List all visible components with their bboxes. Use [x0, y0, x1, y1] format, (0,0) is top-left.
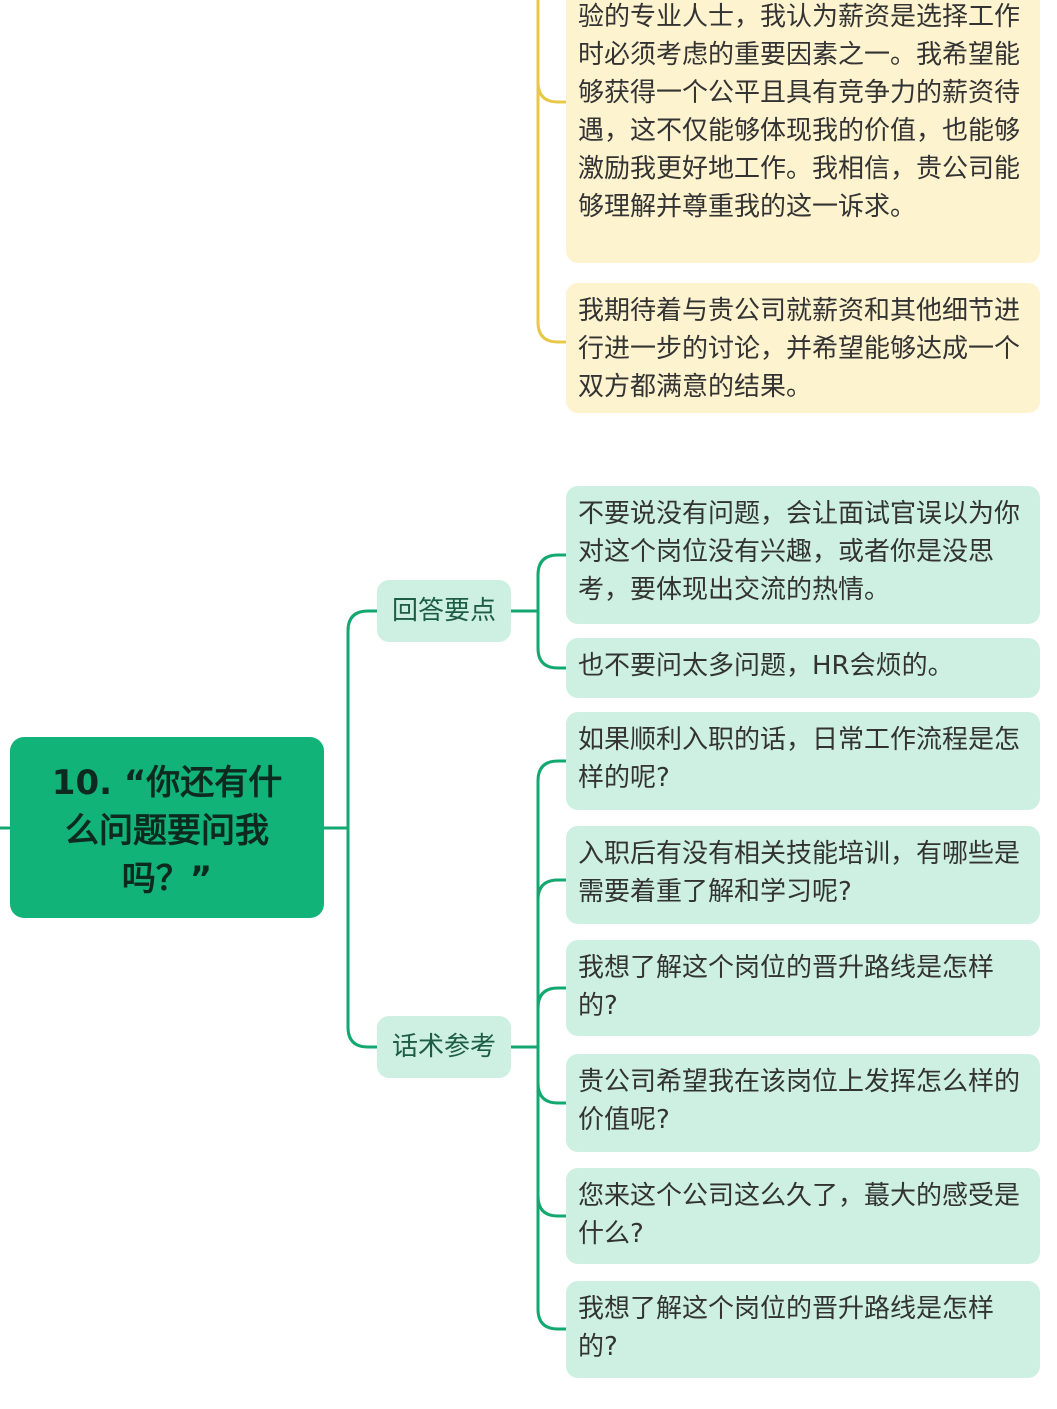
script-item: 您来这个公司这么久了，蕞大的感受是什么? [566, 1168, 1040, 1264]
key-point-item: 不要说没有问题，会让面试官误以为你对这个岗位没有兴趣，或者你是没思考，要体现出交… [566, 486, 1040, 624]
script-item: 如果顺利入职的话，日常工作流程是怎样的呢? [566, 712, 1040, 810]
salary-closing-text: 我期待着与贵公司就薪资和其他细节进行进一步的讨论，并希望能够达成一个双方都满意的… [566, 283, 1040, 413]
script-item: 入职后有没有相关技能培训，有哪些是需要着重了解和学习呢? [566, 826, 1040, 924]
branch-key-points: 回答要点 [377, 580, 511, 642]
green-connectors [0, 553, 566, 1331]
key-point-item: 也不要问太多问题，HR会烦的。 [566, 638, 1040, 698]
script-item: 我想了解这个岗位的晋升路线是怎样的? [566, 940, 1040, 1036]
salary-answer-text: 验的专业人士，我认为薪资是选择工作时必须考虑的重要因素之一。我希望能够获得一个公… [566, 0, 1040, 263]
yellow-connectors [536, 0, 566, 344]
topic-node: 10. “你还有什么问题要问我吗？” [10, 737, 324, 918]
branch-script-reference: 话术参考 [377, 1016, 511, 1078]
script-item: 贵公司希望我在该岗位上发挥怎么样的价值呢? [566, 1054, 1040, 1152]
script-item: 我想了解这个岗位的晋升路线是怎样的? [566, 1281, 1040, 1378]
